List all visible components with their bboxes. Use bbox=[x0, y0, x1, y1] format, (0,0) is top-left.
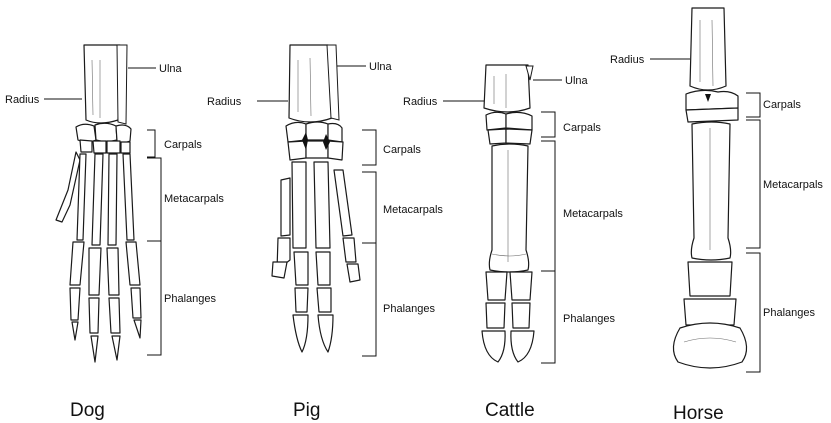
pig-carpals-label: Carpals bbox=[383, 144, 421, 156]
dog-limb bbox=[44, 45, 161, 362]
cattle-name: Cattle bbox=[485, 400, 535, 421]
horse-limb bbox=[650, 8, 760, 372]
pig-name: Pig bbox=[293, 400, 320, 421]
cattle-limb bbox=[443, 65, 562, 363]
horse-carpals-label: Carpals bbox=[763, 99, 801, 111]
dog-carpals-label: Carpals bbox=[164, 139, 202, 151]
pig-ulna-label: Ulna bbox=[369, 61, 393, 73]
dog-metacarpals-label: Metacarpals bbox=[164, 193, 224, 205]
horse-phalanges-label: Phalanges bbox=[763, 307, 815, 319]
pig-phalanges-label: Phalanges bbox=[383, 303, 435, 315]
cattle-metacarpals-label: Metacarpals bbox=[563, 208, 623, 220]
dog-phalanges-label: Phalanges bbox=[164, 293, 216, 305]
cattle-phalanges-label: Phalanges bbox=[563, 313, 615, 325]
cattle-carpals-label: Carpals bbox=[563, 122, 601, 134]
dog-radius-label: Radius bbox=[5, 94, 40, 106]
horse-metacarpals-label: Metacarpals bbox=[763, 179, 823, 191]
cattle-ulna-label: Ulna bbox=[565, 75, 589, 87]
pig-limb bbox=[257, 45, 376, 356]
cattle-radius-label: Radius bbox=[403, 96, 438, 108]
pig-metacarpals-label: Metacarpals bbox=[383, 204, 443, 216]
horse-name: Horse bbox=[673, 403, 724, 423]
dog-ulna-label: Ulna bbox=[159, 63, 183, 75]
horse-radius-label: Radius bbox=[610, 54, 645, 66]
pig-radius-label: Radius bbox=[207, 96, 242, 108]
dog-name: Dog bbox=[70, 400, 105, 421]
